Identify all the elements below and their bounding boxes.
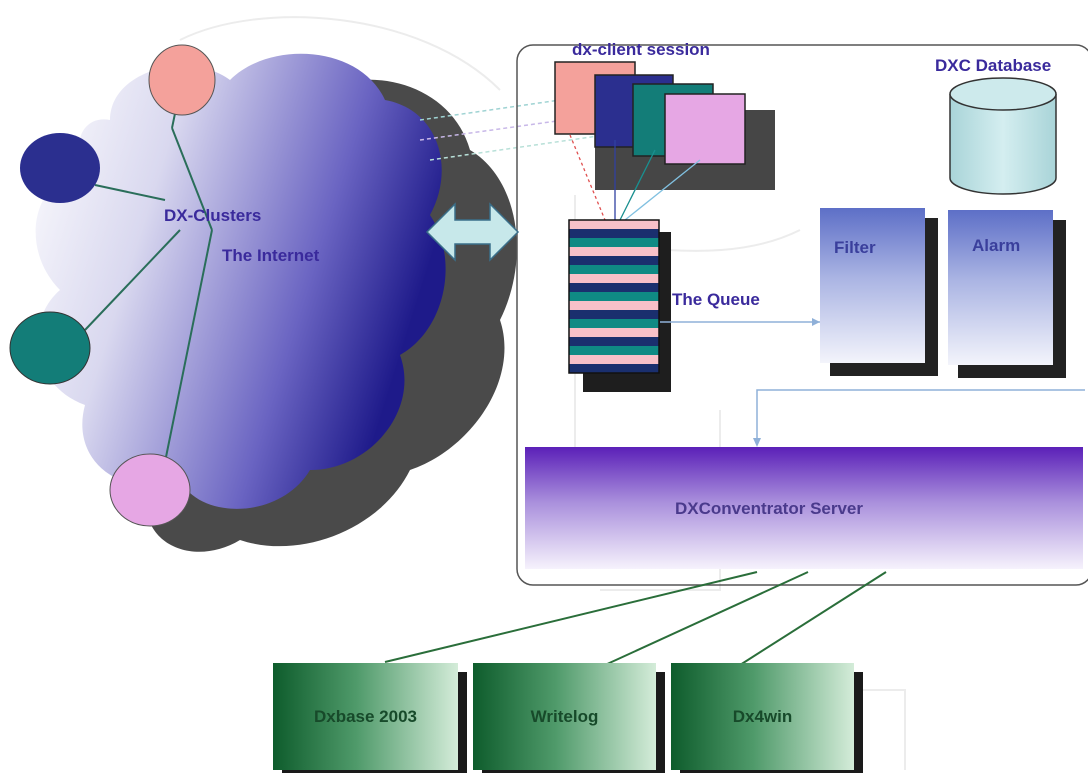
dxc-database-label: DXC Database [935, 56, 1052, 75]
queue-item [569, 346, 659, 355]
alarm-server-link [756, 389, 1085, 445]
server-app-links [384, 571, 887, 666]
alarm-label: Alarm [972, 236, 1021, 255]
queue-outline [568, 219, 660, 374]
session-queue-links [569, 134, 701, 221]
cluster-links [84, 79, 213, 463]
queue-item [569, 274, 659, 283]
cluster-node-teal [9, 311, 91, 385]
app-label-dxbase: Dxbase 2003 [313, 707, 418, 726]
session-window-4 [664, 93, 746, 165]
app-box-writelog: Writelog [473, 663, 656, 770]
alarm-server-arrowhead [753, 438, 761, 447]
dx-client-session-label: dx-client session [572, 40, 710, 59]
queue-item [569, 229, 659, 238]
queue-item [569, 238, 659, 247]
filter-box: Filter [820, 208, 925, 363]
bidirectional-arrow [425, 202, 520, 262]
queue-item [569, 319, 659, 328]
queue-item [569, 364, 659, 373]
queue-item [569, 220, 659, 229]
queue-item [569, 256, 659, 265]
queue-item [569, 265, 659, 274]
the-internet-label: The Internet [222, 246, 320, 265]
cluster-node-navy [20, 133, 100, 203]
cluster-node-pink [148, 44, 216, 116]
alarm-box: Alarm [948, 210, 1053, 365]
internet-cloud [35, 53, 446, 509]
app-box-dx4win: Dx4win [671, 663, 854, 770]
filter-label: Filter [834, 238, 876, 257]
queue-filter-arrowhead [812, 318, 820, 326]
the-queue-label: The Queue [672, 290, 760, 309]
queue-item [569, 310, 659, 319]
queue-item [569, 247, 659, 256]
app-label-writelog: Writelog [530, 707, 599, 726]
database-cylinder [949, 77, 1057, 195]
cluster-node-lilac [109, 453, 191, 527]
app-label-dx4win: Dx4win [732, 707, 793, 726]
queue-item [569, 337, 659, 346]
queue-item [569, 355, 659, 364]
queue-item [569, 328, 659, 337]
queue-stack [568, 219, 660, 374]
queue-item [569, 301, 659, 310]
queue-item [569, 292, 659, 301]
session-window-stack [554, 61, 746, 165]
queue-item [569, 283, 659, 292]
server-label: DXConventrator Server [675, 499, 864, 518]
dxconcentrator-server-box: DXConventrator Server [525, 447, 1083, 569]
app-box-dxbase: Dxbase 2003 [273, 663, 458, 770]
server-frame [516, 44, 1088, 586]
dx-clusters-label: DX-Clusters [164, 206, 262, 225]
